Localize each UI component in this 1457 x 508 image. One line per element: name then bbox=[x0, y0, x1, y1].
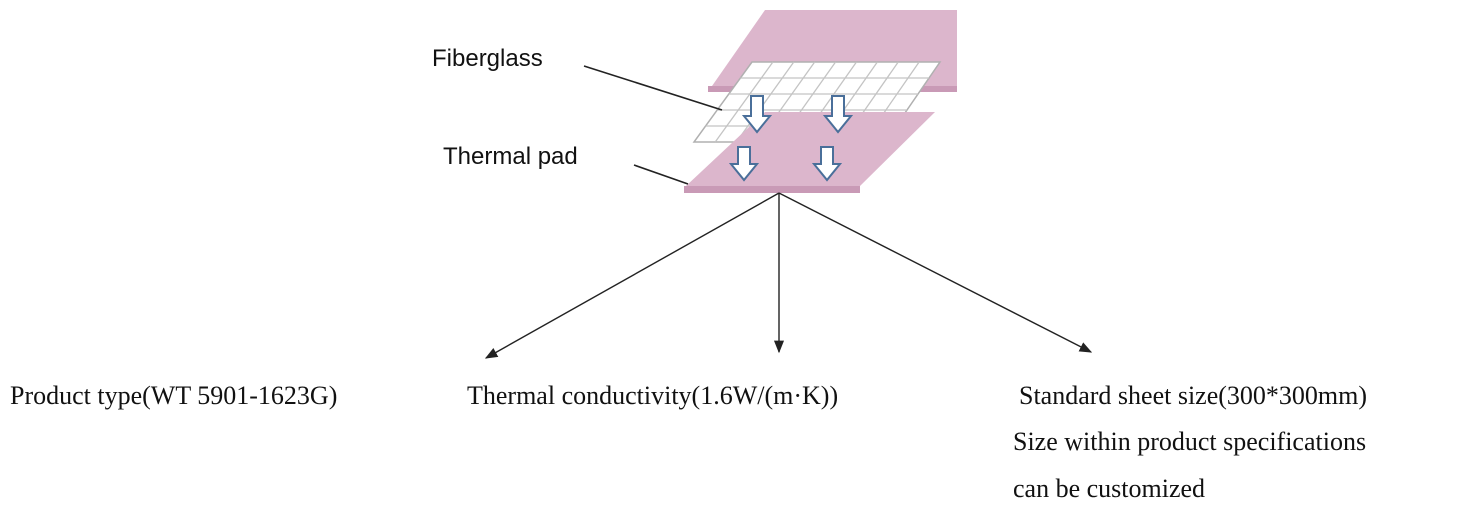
fiberglass-leader-line bbox=[583, 65, 723, 111]
customization-line-1: Size within product specifications bbox=[1013, 427, 1367, 456]
sheet-size-text: Standard sheet size(300*300mm) bbox=[1019, 381, 1368, 410]
thermal-conductivity-text: Thermal conductivity(1.6W/(m·K)) bbox=[467, 381, 839, 410]
product-type-text: Product type(WT 5901-1623G) bbox=[10, 381, 338, 410]
arrow-to-sheet-size bbox=[778, 192, 1093, 353]
thermal-pad-leader-line bbox=[633, 164, 689, 185]
down-arrow-icon bbox=[811, 146, 843, 182]
down-arrow-icon bbox=[741, 95, 773, 134]
grid-line bbox=[714, 61, 774, 143]
fiberglass-label: Fiberglass bbox=[432, 45, 543, 72]
down-arrow-icon bbox=[728, 146, 760, 182]
grid-line bbox=[735, 61, 795, 143]
down-arrow-icon bbox=[822, 95, 854, 134]
arrow-to-product-type bbox=[484, 192, 780, 359]
thermal-pad-label: Thermal pad bbox=[443, 143, 578, 170]
customization-line-2: can be customized bbox=[1013, 474, 1206, 503]
